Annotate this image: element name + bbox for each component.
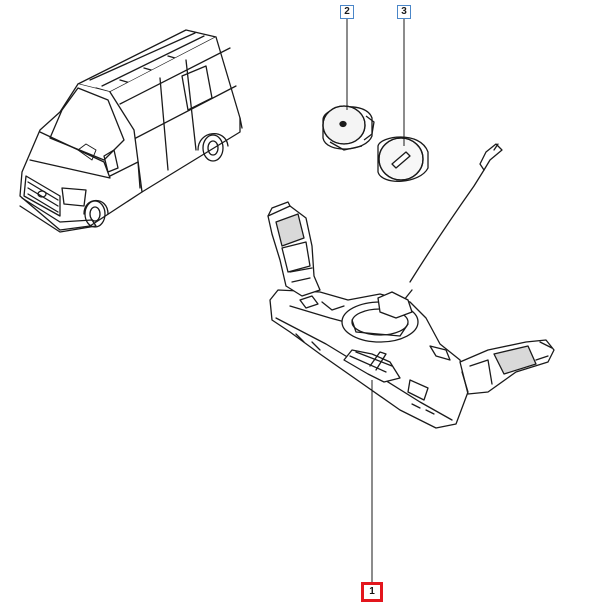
callout-1-label: 1 — [369, 586, 375, 597]
callout-3[interactable]: 3 — [397, 5, 411, 19]
van-illustration — [19, 29, 243, 233]
callout-2[interactable]: 2 — [340, 5, 354, 19]
callout-1-selected[interactable]: 1 — [361, 582, 383, 602]
callout-3-label: 3 — [401, 6, 407, 17]
leader-lines — [346, 19, 405, 582]
callout-2-label: 2 — [344, 6, 350, 17]
horn-button-icon — [322, 105, 375, 151]
key-cylinder-cover-icon — [377, 136, 429, 183]
steering-column-switch-icon — [267, 143, 555, 429]
